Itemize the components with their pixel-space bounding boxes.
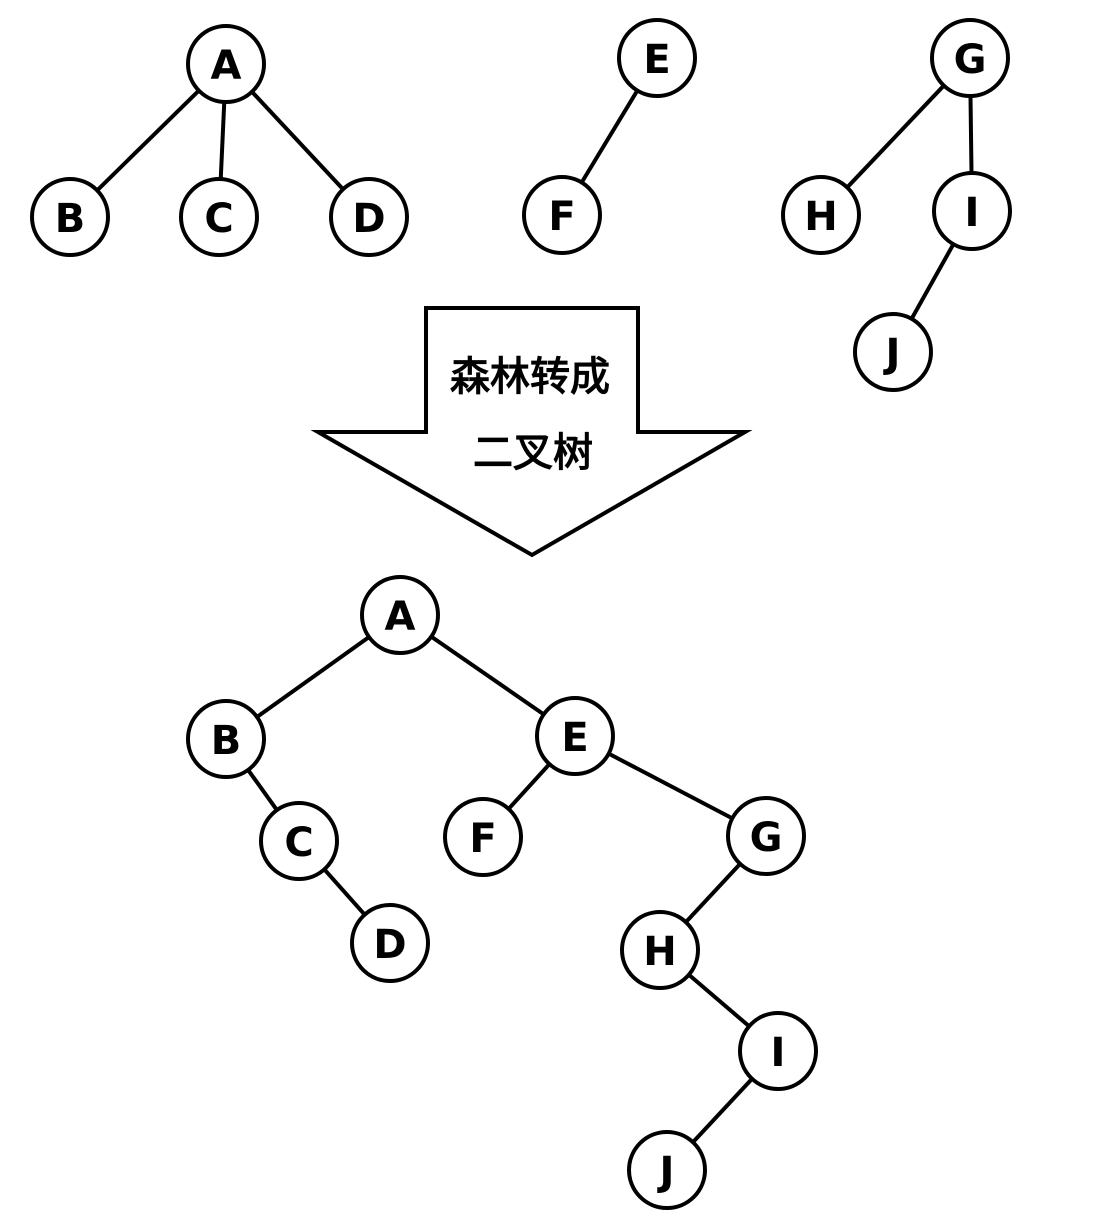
forest-edges	[579, 89, 640, 184]
forest-node-circle-D	[329, 177, 409, 257]
forest-node-E: E	[617, 18, 697, 98]
forest-node-circle-E	[617, 18, 697, 98]
forest-node-circle-B	[30, 177, 110, 257]
binary-node-label-E: E	[561, 715, 588, 761]
binary-edge-H-I	[687, 973, 751, 1028]
binary-edge-E-G	[607, 751, 734, 821]
forest-edges	[845, 84, 974, 320]
binary-node-B: B	[186, 699, 266, 779]
forest-tree-3: G H I J	[781, 18, 1012, 392]
binary-node-label-D: D	[373, 922, 406, 968]
forest-node-circle-A	[186, 24, 266, 104]
binary-edge-C-D	[322, 868, 367, 916]
binary-node-circle-I	[738, 1011, 818, 1091]
arrow-label-line2: 二叉树	[473, 430, 593, 476]
forest-edge-E-F	[579, 89, 640, 184]
forest-node-circle-G	[930, 18, 1010, 98]
binary-node-E: E	[535, 696, 615, 776]
binary-node-I: I	[738, 1011, 818, 1091]
forest-tree-2: EF	[522, 18, 697, 255]
forest-node-D: D	[329, 177, 409, 257]
forest-node-label-A: A	[211, 43, 242, 89]
forest-node-circle-H	[781, 175, 861, 255]
binary-node-label-A: A	[385, 594, 416, 640]
binary-node-label-J: J	[657, 1149, 675, 1195]
forest-node-circle-J	[853, 312, 933, 392]
forest-edge-G-I	[968, 95, 974, 174]
forest-node-B: B	[30, 177, 110, 257]
binary-edges	[246, 634, 754, 1144]
forest-node-G: G	[930, 18, 1010, 98]
binary-edge-A-E	[430, 634, 545, 717]
binary-node-circle-C	[259, 801, 339, 881]
binary-node-F: F	[443, 797, 523, 877]
forest-node-circle-F	[522, 175, 602, 255]
binary-node-C: C	[259, 801, 339, 881]
binary-node-circle-B	[186, 699, 266, 779]
forest-node-C: C	[179, 177, 259, 257]
forest-node-label-H: H	[804, 194, 837, 240]
forest-node-label-G: G	[954, 37, 987, 83]
binary-node-J: J	[627, 1130, 707, 1210]
forest-edge-A-C	[218, 101, 227, 180]
forest-edge-G-H	[845, 84, 946, 189]
down-arrow-shape	[310, 306, 753, 558]
forest-node-label-B: B	[55, 196, 86, 242]
binary-node-label-B: B	[211, 718, 242, 764]
forest-edge-A-B	[95, 89, 201, 192]
binary-edge-B-C	[246, 768, 279, 812]
conversion-arrow: 森林转成 二叉树	[310, 306, 753, 558]
forest-node-label-D: D	[352, 196, 385, 242]
binary-node-circle-D	[350, 903, 430, 983]
forest-nodes: G H I J	[781, 18, 1012, 392]
forest-node-label-I: I	[965, 190, 980, 236]
binary-node-circle-H	[620, 910, 700, 990]
binary-node-circle-A	[360, 575, 440, 655]
forest-edge-I-J	[909, 243, 956, 320]
binary-node-circle-J	[627, 1130, 707, 1210]
binary-node-H: H	[620, 910, 700, 990]
binary-node-label-C: C	[284, 820, 313, 866]
forest-node-J: J	[853, 312, 933, 392]
binary-nodes: A B C D E F G H I J	[186, 575, 818, 1210]
forest-node-label-F: F	[548, 194, 575, 240]
forest-node-label-E: E	[643, 37, 670, 83]
arrow-label-line1: 森林转成	[450, 354, 610, 400]
binary-edge-G-H	[684, 862, 742, 924]
forest-tree-1: A B C D	[30, 24, 409, 257]
binary-edge-E-F	[507, 762, 551, 811]
forest-edge-A-D	[250, 90, 345, 191]
binary-node-label-G: G	[750, 815, 783, 861]
forest-node-H: H	[781, 175, 861, 255]
binary-node-label-I: I	[771, 1030, 786, 1076]
forest-node-A: A	[186, 24, 266, 104]
forest-edges	[95, 89, 345, 192]
forest-nodes: EF	[522, 18, 697, 255]
binary-node-label-H: H	[643, 929, 676, 975]
forest-node-label-C: C	[204, 196, 233, 242]
forest-node-circle-C	[179, 177, 259, 257]
binary-edge-I-J	[691, 1077, 754, 1144]
forest-node-I: I	[932, 171, 1012, 251]
forest-nodes: A B C D	[30, 24, 409, 257]
binary-node-G: G	[726, 796, 806, 876]
forest-node-F: F	[522, 175, 602, 255]
binary-tree: A B C D E F G H I J	[186, 575, 818, 1210]
binary-node-label-F: F	[469, 816, 496, 862]
binary-node-circle-F	[443, 797, 523, 877]
binary-node-circle-E	[535, 696, 615, 776]
binary-node-D: D	[350, 903, 430, 983]
forest-node-circle-I	[932, 171, 1012, 251]
forest-node-label-J: J	[883, 331, 901, 377]
binary-node-circle-G	[726, 796, 806, 876]
binary-edge-A-B	[255, 635, 371, 719]
binary-node-A: A	[360, 575, 440, 655]
